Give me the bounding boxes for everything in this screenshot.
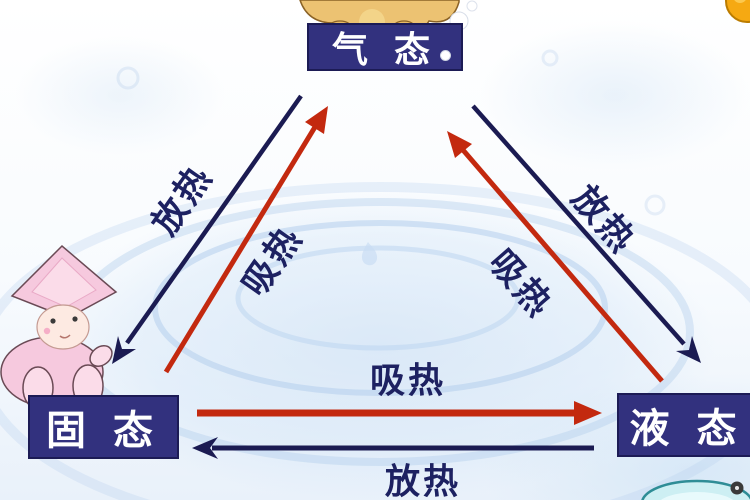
arrow-gas-to-liquid bbox=[471, 104, 701, 363]
arrow-liquid-to-solid bbox=[192, 437, 594, 459]
node-gas-label: 气 态 bbox=[331, 29, 438, 70]
arrow-head bbox=[574, 401, 602, 425]
arrow-gas-to-solid bbox=[112, 94, 303, 364]
arrow-head bbox=[676, 336, 701, 363]
orange-ball-icon bbox=[725, 0, 750, 23]
edge-label-liquid-to-solid: 放热 bbox=[384, 462, 462, 500]
arrow-line bbox=[125, 94, 303, 345]
node-liquid-label: 液 态 bbox=[629, 407, 745, 451]
arrow-solid-to-gas bbox=[163, 106, 328, 374]
arrow-head bbox=[447, 131, 472, 158]
arrow-head bbox=[112, 336, 136, 364]
bubble-icon bbox=[466, 0, 478, 12]
bubble-icon bbox=[116, 66, 140, 90]
node-solid-label: 固 态 bbox=[45, 409, 162, 453]
bubble-icon bbox=[440, 50, 451, 61]
node-solid: 固 态 bbox=[28, 395, 179, 459]
node-gas: 气 态 bbox=[307, 23, 463, 71]
arrow-head bbox=[192, 437, 218, 459]
arrow-solid-to-liquid bbox=[197, 401, 602, 425]
bubble-icon bbox=[541, 49, 559, 67]
water-puddle-icon bbox=[641, 479, 750, 500]
water-ripples bbox=[0, 49, 750, 500]
arrow-head bbox=[305, 106, 328, 134]
arrow-line bbox=[461, 148, 664, 383]
water-droplet-icon bbox=[361, 242, 378, 266]
arrow-line bbox=[163, 125, 318, 374]
arrow-liquid-to-gas bbox=[447, 131, 664, 383]
bubble-icon bbox=[644, 194, 666, 216]
edge-label-solid-to-liquid: 吸热 bbox=[369, 361, 447, 401]
pink-doll-icon bbox=[0, 244, 118, 410]
arrow-line bbox=[471, 104, 686, 346]
node-liquid: 液 态 bbox=[617, 393, 750, 457]
